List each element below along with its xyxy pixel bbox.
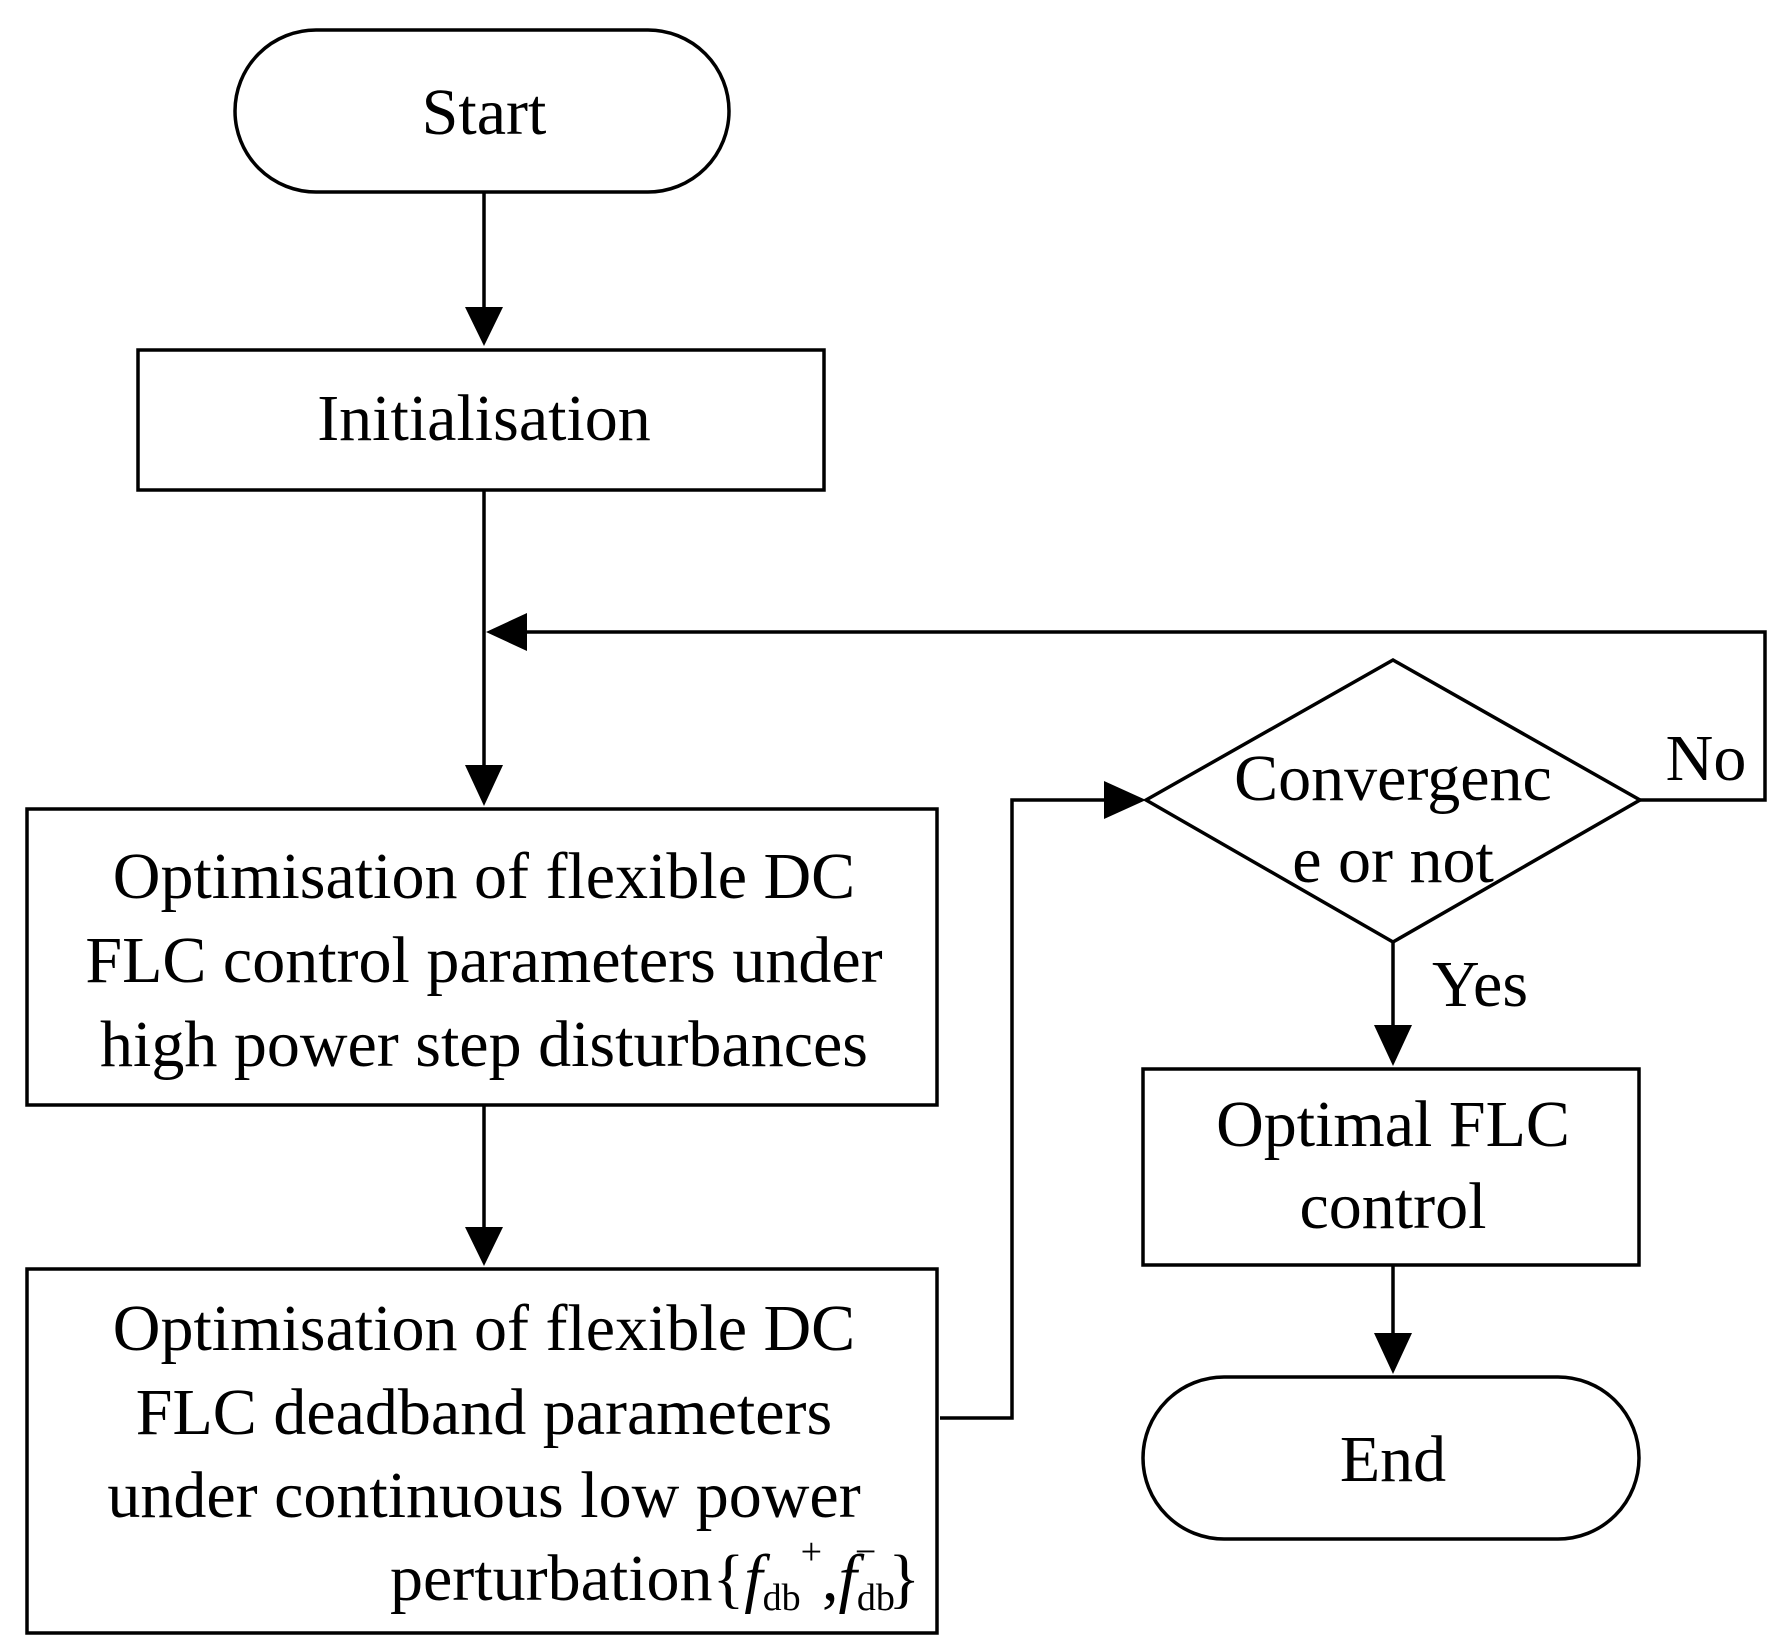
node-initialisation: Initialisation bbox=[136, 348, 826, 492]
brace-close: } bbox=[888, 1542, 920, 1615]
decision-line-2: e or not bbox=[1292, 824, 1494, 897]
f-db-plus-superscript: + bbox=[801, 1531, 822, 1573]
node-decision: Convergenc e or not bbox=[1142, 657, 1644, 945]
opt-control-line-3: high power step disturbances bbox=[100, 1008, 868, 1081]
f-db-minus-superscript: − bbox=[855, 1531, 876, 1573]
end-terminal bbox=[1141, 1375, 1641, 1541]
opt-control-box bbox=[25, 807, 939, 1107]
arrowhead-decision bbox=[1104, 781, 1146, 819]
arrowhead-loop bbox=[486, 613, 527, 651]
brace-open: { bbox=[713, 1542, 745, 1615]
comma: , bbox=[822, 1542, 839, 1615]
opt-deadband-line-1: Optimisation of flexible DC bbox=[113, 1292, 855, 1365]
opt-control-line-2: FLC control parameters under bbox=[85, 924, 882, 997]
arrowhead-opt-control bbox=[465, 765, 503, 806]
arrowhead-opt-deadband bbox=[465, 1227, 503, 1266]
opt-control-line-1: Optimisation of flexible DC bbox=[113, 840, 855, 913]
opt-deadband-line-2: FLC deadband parameters bbox=[136, 1376, 832, 1449]
decision-diamond bbox=[1142, 657, 1644, 945]
initialisation-box bbox=[136, 348, 826, 492]
optimal-box bbox=[1141, 1067, 1641, 1267]
start-label: Start bbox=[422, 76, 547, 149]
initialisation-label: Initialisation bbox=[317, 382, 651, 455]
edge-decision-no-loop bbox=[522, 630, 1767, 802]
optimal-line-1: Optimal FLC bbox=[1216, 1088, 1570, 1161]
node-opt-deadband: Optimisation of flexible DC FLC deadband… bbox=[25, 1267, 939, 1635]
node-start: Start bbox=[233, 28, 731, 194]
arrowhead-optimal bbox=[1374, 1025, 1412, 1066]
node-optimal: Optimal FLC control bbox=[1141, 1067, 1641, 1267]
edge-opt-deadband-to-decision bbox=[940, 798, 1110, 1420]
opt-deadband-box bbox=[25, 1267, 939, 1635]
arrowhead-end bbox=[1374, 1333, 1412, 1374]
end-label: End bbox=[1340, 1423, 1446, 1496]
edge-label-no: No bbox=[1666, 722, 1747, 795]
node-end: End bbox=[1141, 1375, 1641, 1541]
decision-line-1: Convergenc bbox=[1234, 742, 1552, 815]
f-db-minus-subscript: db bbox=[857, 1577, 895, 1619]
perturbation-word: perturbation bbox=[390, 1542, 713, 1615]
opt-deadband-line-3: under continuous low power bbox=[107, 1459, 860, 1532]
optimal-line-2: control bbox=[1300, 1170, 1487, 1243]
start-terminal bbox=[233, 28, 731, 194]
edge-label-yes: Yes bbox=[1432, 948, 1528, 1021]
opt-deadband-line-4: perturbation{fdb+,fdb−} bbox=[390, 1531, 920, 1619]
connectors bbox=[465, 192, 1767, 1420]
f-db-plus-subscript: db bbox=[763, 1577, 801, 1619]
node-opt-control: Optimisation of flexible DC FLC control … bbox=[25, 807, 939, 1107]
arrowhead-init bbox=[465, 307, 503, 346]
